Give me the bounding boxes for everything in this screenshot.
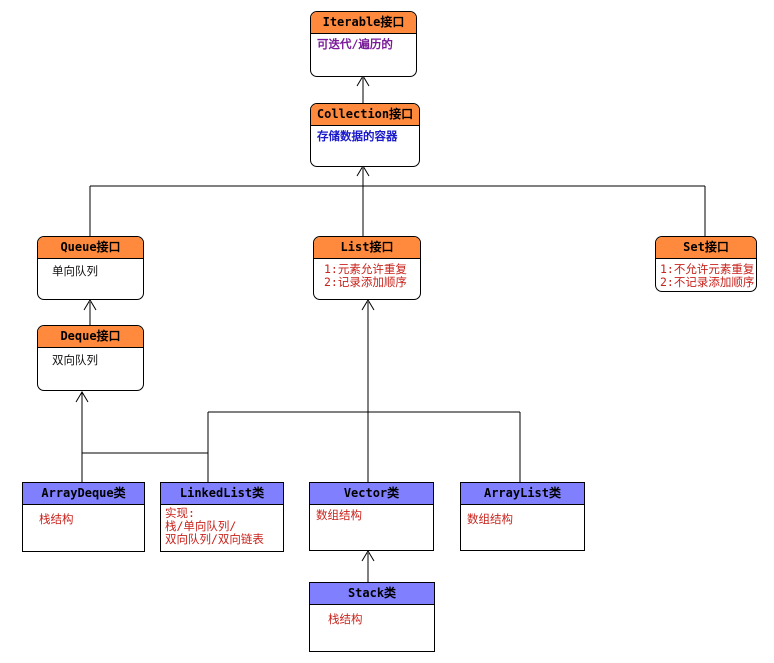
arrowhead-deque <box>75 391 89 403</box>
vector-title: Vector类 <box>310 483 433 505</box>
list-title: List接口 <box>314 237 420 259</box>
deque-interface-box: Deque接口 双向队列 <box>37 325 144 391</box>
linkedlist-desc: 实现: 栈/单向队列/ 双向队列/双向链表 <box>165 506 264 546</box>
arrowhead-vector <box>361 550 375 562</box>
iterable-desc: 可迭代/遍历的 <box>317 37 393 51</box>
linkedlist-class-box: LinkedList类 实现: 栈/单向队列/ 双向队列/双向链表 <box>160 482 284 552</box>
set-title: Set接口 <box>656 237 756 259</box>
arrowhead-queue <box>83 299 97 311</box>
set-desc: 1:不允许元素重复 2:不记录添加顺序 <box>660 262 755 289</box>
list-interface-box: List接口 1:元素允许重复 2:记录添加顺序 <box>313 236 421 300</box>
vector-class-box: Vector类 数组结构 <box>309 482 434 551</box>
stack-title: Stack类 <box>310 583 434 605</box>
arraydeque-class-box: ArrayDeque类 栈结构 <box>22 482 145 552</box>
arraylist-desc: 数组结构 <box>467 512 513 526</box>
vector-desc: 数组结构 <box>316 508 362 522</box>
queue-interface-box: Queue接口 单向队列 <box>37 236 144 300</box>
collection-title: Collection接口 <box>311 104 419 126</box>
arraydeque-desc: 栈结构 <box>39 512 74 526</box>
iterable-title: Iterable接口 <box>311 12 416 34</box>
stack-class-box: Stack类 栈结构 <box>309 582 435 652</box>
linkedlist-title: LinkedList类 <box>161 483 283 505</box>
collection-interface-box: Collection接口 存储数据的容器 <box>310 103 420 167</box>
arraylist-title: ArrayList类 <box>461 483 584 505</box>
queue-title: Queue接口 <box>38 237 143 259</box>
arrowhead-list <box>361 299 375 311</box>
deque-title: Deque接口 <box>38 326 143 348</box>
arraydeque-title: ArrayDeque类 <box>23 483 144 505</box>
deque-desc: 双向队列 <box>52 353 98 367</box>
iterable-interface-box: Iterable接口 可迭代/遍历的 <box>310 11 417 77</box>
queue-desc: 单向队列 <box>52 264 98 278</box>
stack-desc: 栈结构 <box>328 612 363 626</box>
set-interface-box: Set接口 1:不允许元素重复 2:不记录添加顺序 <box>655 236 757 292</box>
list-desc: 1:元素允许重复 2:记录添加顺序 <box>324 262 407 289</box>
collection-desc: 存储数据的容器 <box>317 129 398 143</box>
arraylist-class-box: ArrayList类 数组结构 <box>460 482 585 551</box>
